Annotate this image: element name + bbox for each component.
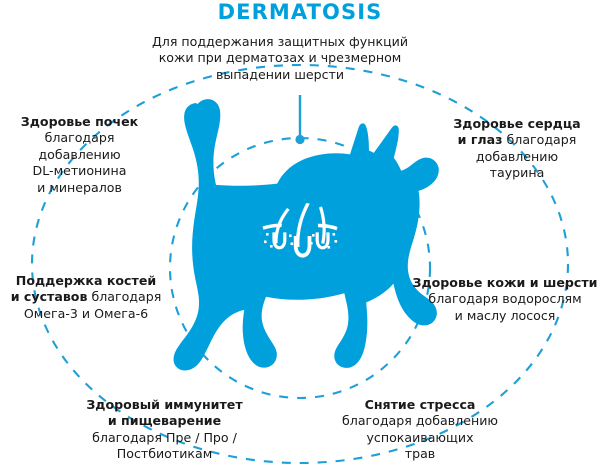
benefit-bones-joints: Поддержка костей и суставов благодаря Ом… xyxy=(0,273,172,322)
benefit-heart-eye-health-heading-2: и глаз xyxy=(457,132,503,148)
benefit-bones-joints-line-1: и суставов благодаря xyxy=(0,289,172,305)
benefit-stress-relief-heading: Снятие стресса xyxy=(364,397,476,412)
hair-follicle-icon xyxy=(262,203,338,258)
benefit-stress-relief-line-3: трав xyxy=(404,446,436,462)
benefit-bones-joints-line-2: Омега-3 и Омега-6 xyxy=(23,305,149,321)
benefit-kidney-health-line-3: и минералов xyxy=(37,179,122,195)
benefit-kidney-health-line-1: благодаря добавлению xyxy=(38,130,121,162)
top-description-line-2: кожи при дерматозах и чрезмерном xyxy=(158,50,402,66)
page-title: DERMATOSIS xyxy=(217,0,383,24)
benefit-heart-eye-health-line-1: и глаз благодаря xyxy=(437,132,597,148)
connector-dot xyxy=(295,134,305,145)
benefit-skin-coat-health: Здоровье кожи и шерсти благодаря водорос… xyxy=(410,275,600,324)
benefit-heart-eye-health-line-2: добавлению xyxy=(475,148,559,164)
benefit-skin-coat-health-line-2: и маслу лосося xyxy=(454,307,556,323)
benefit-immunity-digestion-heading-2: и пищеварение xyxy=(107,413,222,429)
benefit-bones-joints-text-1: благодаря xyxy=(91,289,162,305)
top-description: Для поддержания защитных функций кожи пр… xyxy=(130,34,430,83)
benefit-immunity-digestion-line-2: Постбиотикам xyxy=(116,446,213,462)
benefit-kidney-health: Здоровье почек благодаря добавлению DL-м… xyxy=(2,114,157,196)
benefit-stress-relief-line-2: успокаивающих xyxy=(366,429,474,445)
benefit-heart-eye-health-text-1: благодаря xyxy=(506,132,577,148)
benefit-bones-joints-heading: Поддержка костей xyxy=(15,273,157,288)
benefit-bones-joints-heading-2: и суставов xyxy=(10,289,88,305)
top-description-line-1: Для поддержания защитных функций xyxy=(151,34,409,49)
benefit-heart-eye-health: Здоровье сердца и глаз благодаря добавле… xyxy=(437,116,597,182)
benefit-kidney-health-heading: Здоровье почек xyxy=(20,114,139,129)
benefit-immunity-digestion-heading: Здоровый иммунитет xyxy=(86,397,243,412)
benefit-immunity-digestion-line-1: благодаря Пре / Про / xyxy=(92,429,237,445)
benefit-skin-coat-health-heading: Здоровье кожи и шерсти xyxy=(412,275,598,290)
benefit-stress-relief-line-1: благодаря добавлению xyxy=(342,413,498,429)
benefit-heart-eye-health-heading: Здоровье сердца xyxy=(453,116,581,131)
top-description-line-3: выпадении шерсти xyxy=(215,66,345,82)
cat-icon xyxy=(173,99,439,371)
benefit-kidney-health-line-2: DL-метионина xyxy=(32,163,127,179)
outer-dashed-circle xyxy=(30,63,570,465)
benefit-skin-coat-health-line-1: благодаря водорослям xyxy=(428,291,582,307)
benefit-heart-eye-health-line-3: таурина xyxy=(489,165,545,181)
benefit-stress-relief: Снятие стресса благодаря добавлению успо… xyxy=(330,397,510,463)
benefit-immunity-digestion: Здоровый иммунитет и пищеварение благода… xyxy=(72,397,257,463)
